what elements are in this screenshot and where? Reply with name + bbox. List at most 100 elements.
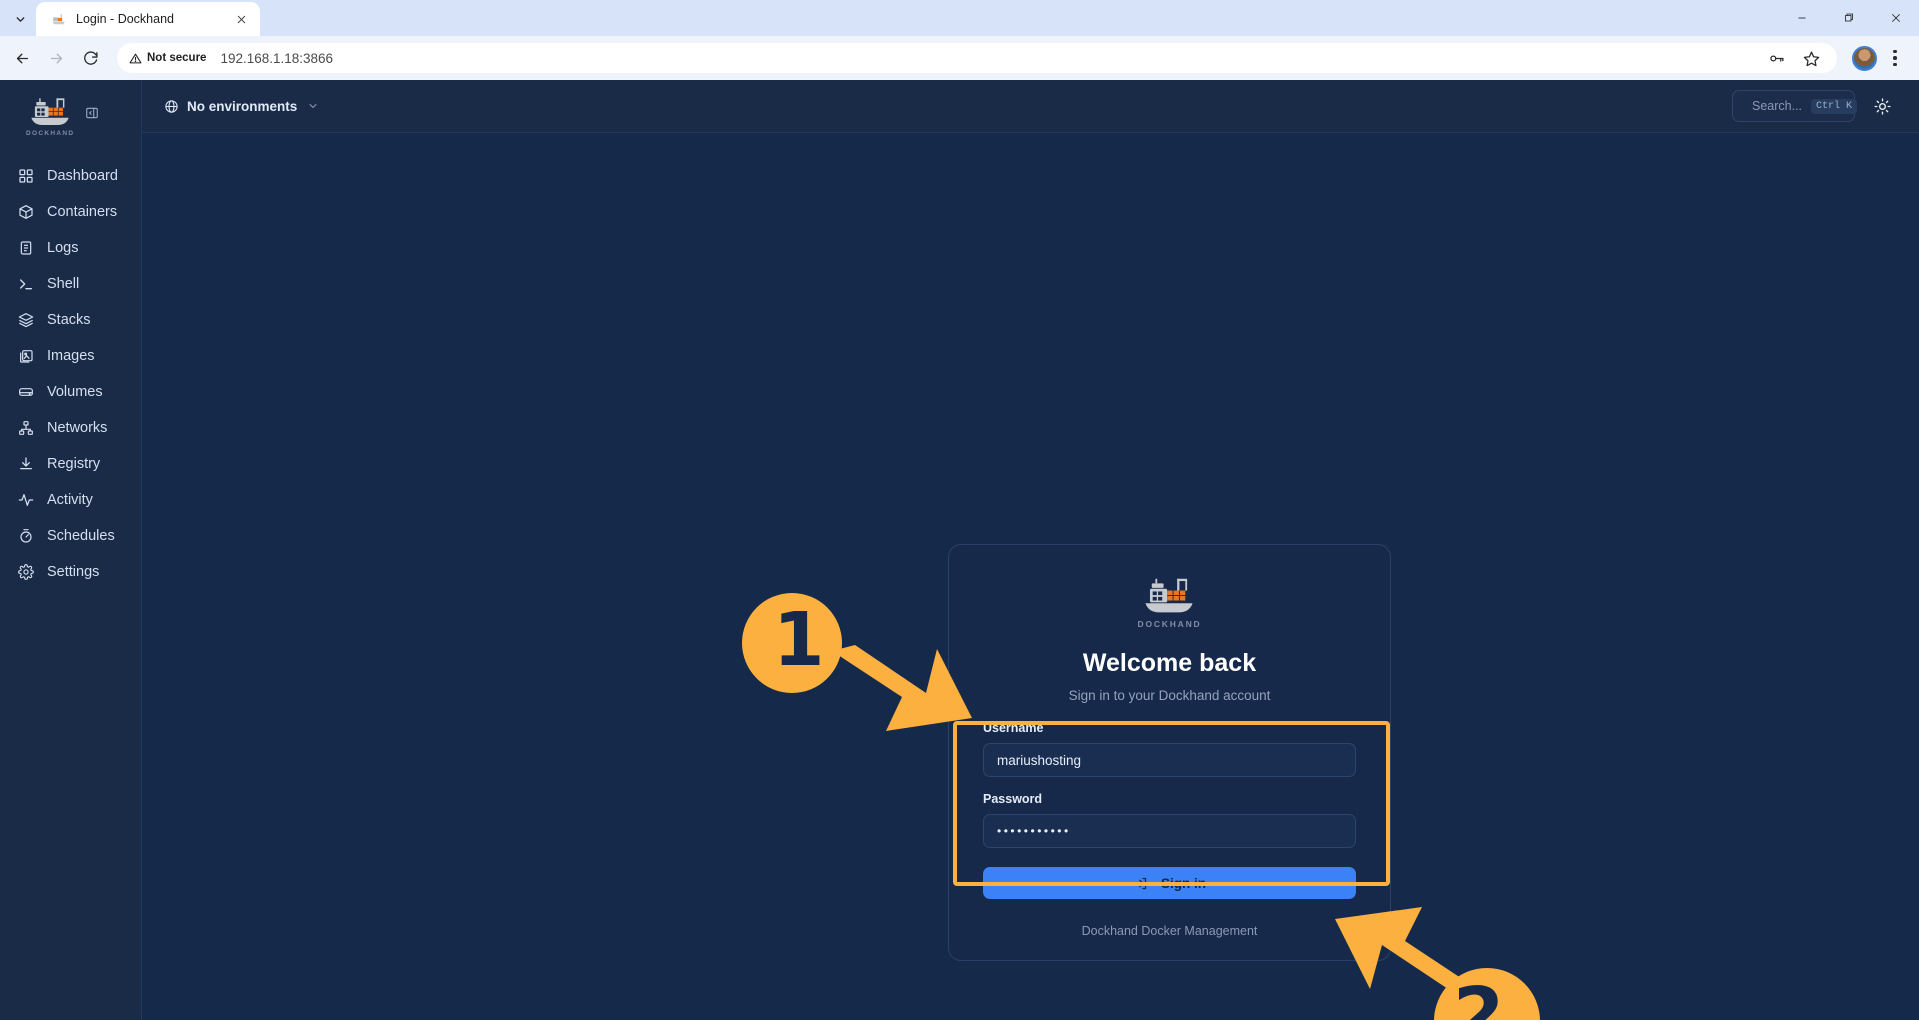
sign-in-label: Sign in [1161, 875, 1206, 891]
sign-in-button[interactable]: Sign in [983, 867, 1356, 899]
security-label: Not secure [147, 52, 207, 64]
sidebar-item-label: Activity [47, 492, 93, 508]
tab-close-button[interactable] [232, 10, 251, 29]
search-shortcut-badge: Ctrl K [1811, 98, 1858, 114]
sidebar-item-shell[interactable]: Shell [0, 266, 141, 302]
login-subtitle: Sign in to your Dockhand account [1068, 688, 1271, 703]
timer-icon [17, 527, 35, 545]
restore-icon [1844, 13, 1853, 22]
dockhand-app: DOCKHAND Dashboard Containers Logs Shell [0, 80, 1919, 1020]
page-title: Welcome back [1082, 649, 1257, 677]
tab-search-button[interactable] [4, 4, 36, 34]
sidebar: DOCKHAND Dashboard Containers Logs Shell [0, 80, 142, 1020]
annotation-number-1: 1 [773, 597, 825, 683]
sidebar-nav: Dashboard Containers Logs Shell Stacks I… [0, 148, 141, 590]
url-text: 192.168.1.18:3866 [220, 50, 334, 66]
sidebar-item-settings[interactable]: Settings [0, 554, 141, 590]
back-button[interactable] [6, 42, 38, 74]
chevron-down-icon [307, 100, 319, 112]
terminal-icon [17, 275, 35, 293]
login-footer: Dockhand Docker Management [1081, 924, 1258, 938]
sidebar-item-registry[interactable]: Registry [0, 446, 141, 482]
topbar-actions: Search... Ctrl K [1732, 90, 1895, 122]
sidebar-item-label: Images [47, 348, 95, 364]
sidebar-item-label: Stacks [47, 312, 91, 328]
main-panel: DOCKHAND Welcome back Sign in to your Do… [142, 133, 1919, 1020]
sidebar-brand[interactable]: DOCKHAND [0, 84, 141, 148]
theme-toggle-button[interactable] [1869, 93, 1895, 119]
sidebar-item-label: Logs [47, 240, 79, 256]
security-indicator[interactable]: Not secure [129, 52, 213, 65]
forward-arrow-icon [50, 53, 62, 63]
sidebar-item-label: Settings [47, 564, 100, 580]
password-input[interactable] [983, 814, 1356, 848]
close-icon [1891, 14, 1900, 22]
bookmark-button[interactable] [1797, 44, 1825, 72]
topbar: No environments Search... Ctrl K [142, 80, 1919, 133]
reload-icon [83, 50, 98, 65]
window-controls [1778, 0, 1919, 36]
sidebar-item-images[interactable]: Images [0, 338, 141, 374]
sidebar-item-logs[interactable]: Logs [0, 230, 141, 266]
window-maximize-button[interactable] [1825, 0, 1872, 36]
sidebar-item-stacks[interactable]: Stacks [0, 302, 141, 338]
sidebar-item-containers[interactable]: Containers [0, 194, 141, 230]
login-arrow-icon [1134, 877, 1147, 889]
username-input[interactable] [983, 743, 1356, 777]
chevron-down-icon [16, 16, 24, 22]
dockhand-ship-logo: DOCKHAND [26, 95, 74, 137]
login-form: Username Password Sign in [983, 721, 1356, 899]
sidebar-item-dashboard[interactable]: Dashboard [0, 158, 141, 194]
sidebar-item-label: Volumes [47, 384, 103, 400]
download-icon [17, 455, 35, 473]
scroll-icon [17, 239, 35, 257]
environment-selector[interactable]: No environments [164, 99, 319, 114]
sidebar-item-networks[interactable]: Networks [0, 410, 141, 446]
sidebar-item-schedules[interactable]: Schedules [0, 518, 141, 554]
login-logo-label: DOCKHAND [1137, 619, 1202, 629]
browser-menu-button[interactable] [1882, 43, 1908, 73]
sidebar-item-volumes[interactable]: Volumes [0, 374, 141, 410]
sidebar-logo-label: DOCKHAND [26, 130, 75, 137]
tab-strip: Login - Dockhand [0, 0, 1919, 36]
pulse-icon [17, 491, 35, 509]
sidebar-item-label: Networks [47, 420, 108, 436]
address-bar-actions [1762, 44, 1825, 72]
search-placeholder: Search... [1752, 99, 1803, 113]
tab-title: Login - Dockhand [76, 12, 174, 26]
annotation-number-2: 2 [1453, 972, 1505, 1020]
sidebar-item-label: Schedules [47, 528, 115, 544]
minimize-icon [1798, 17, 1805, 19]
sidebar-item-label: Containers [47, 204, 118, 220]
window-minimize-button[interactable] [1778, 0, 1825, 36]
gear-icon [17, 563, 35, 581]
password-manager-button[interactable] [1762, 44, 1790, 72]
panel-collapse-icon[interactable] [83, 104, 101, 122]
address-bar[interactable]: Not secure 192.168.1.18:3866 [117, 43, 1837, 73]
profile-avatar[interactable] [1852, 45, 1877, 71]
network-icon [17, 419, 35, 437]
sun-icon [1873, 97, 1891, 115]
key-icon [1769, 54, 1784, 62]
back-arrow-icon [16, 53, 28, 63]
forward-button[interactable] [40, 42, 72, 74]
close-icon [237, 15, 246, 23]
reload-button[interactable] [74, 42, 106, 74]
star-icon [1803, 50, 1819, 66]
password-label: Password [983, 792, 1043, 806]
dockhand-ship-icon [50, 11, 67, 28]
image-icon [17, 347, 35, 365]
content-area: No environments Search... Ctrl K [142, 80, 1919, 1020]
warning-triangle-icon [129, 53, 142, 63]
browser-toolbar: Not secure 192.168.1.18:3866 [0, 36, 1919, 80]
search-input[interactable]: Search... Ctrl K [1732, 90, 1858, 122]
sidebar-item-label: Registry [47, 456, 101, 472]
drive-icon [17, 383, 35, 401]
username-label: Username [983, 721, 1044, 735]
sidebar-item-activity[interactable]: Activity [0, 482, 141, 518]
browser-tab[interactable]: Login - Dockhand [36, 2, 260, 36]
window-close-button[interactable] [1872, 0, 1919, 36]
browser-chrome: Login - Dockhand [0, 0, 1919, 80]
kebab-menu-icon [1893, 49, 1897, 54]
sidebar-item-label: Dashboard [47, 168, 118, 184]
